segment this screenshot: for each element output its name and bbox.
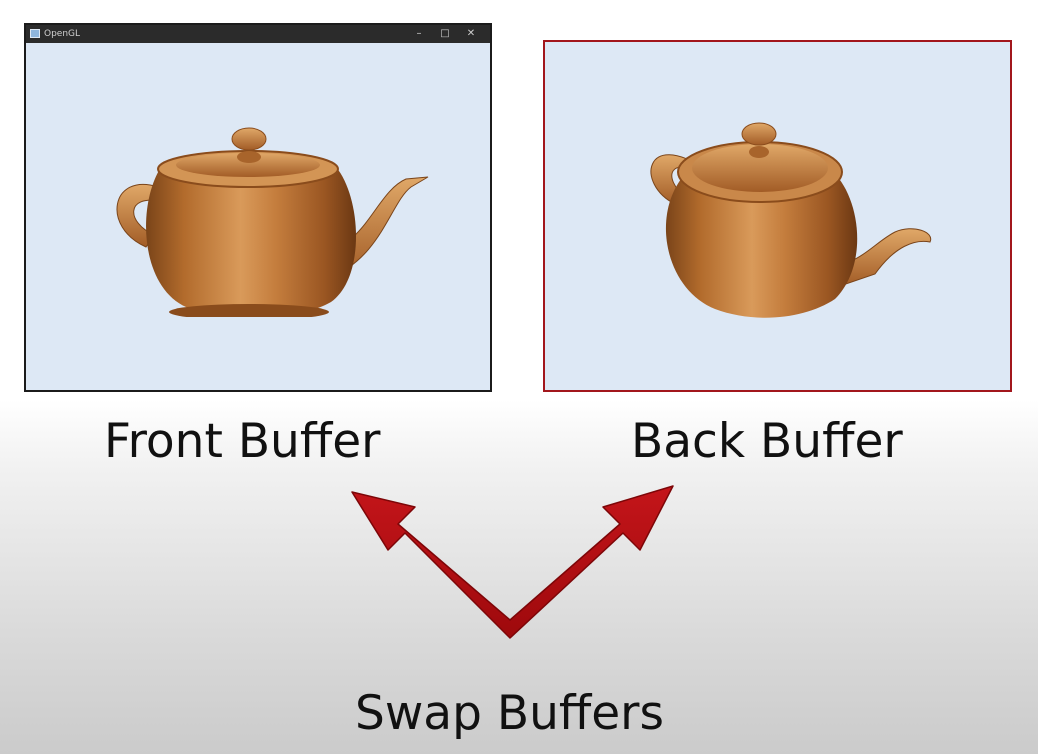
- swap-buffers-label: Swap Buffers: [355, 686, 664, 741]
- teapot-render-front: [116, 127, 429, 317]
- maximize-button[interactable]: □: [440, 28, 450, 39]
- window-title: OpenGL: [44, 29, 81, 39]
- back-buffer-label: Back Buffer: [631, 414, 903, 469]
- window-titlebar: OpenGL – □ ✕: [26, 25, 490, 43]
- teapot-render-back: [650, 122, 932, 318]
- close-button[interactable]: ✕: [466, 28, 476, 39]
- back-buffer-window: [543, 40, 1012, 392]
- front-buffer-label: Front Buffer: [104, 414, 381, 469]
- app-icon: [30, 29, 40, 38]
- front-buffer-window: OpenGL – □ ✕: [24, 23, 492, 392]
- minimize-button[interactable]: –: [416, 28, 422, 39]
- swap-arrow-v: [351, 485, 674, 639]
